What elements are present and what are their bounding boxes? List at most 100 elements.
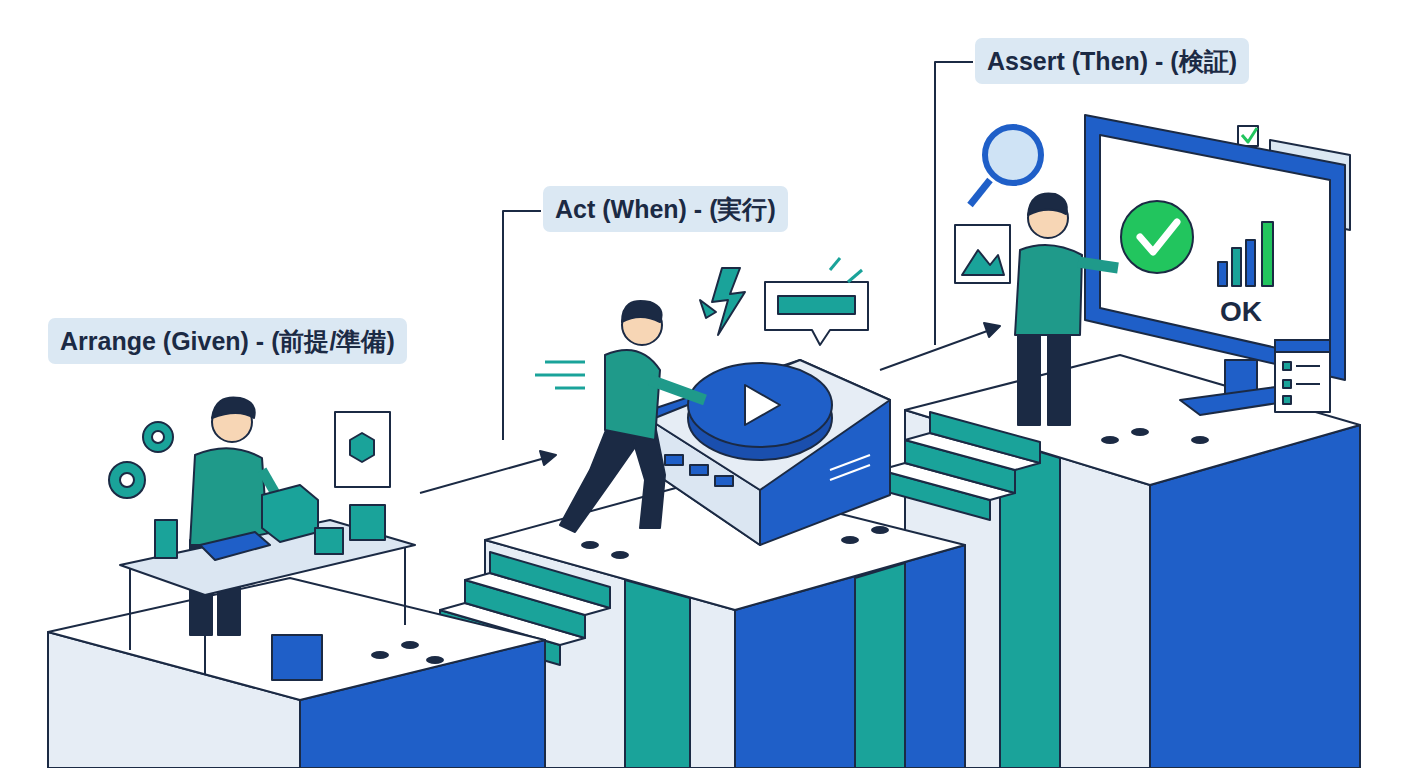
check-flag [1242,128,1257,142]
button-machine [690,465,708,475]
magnifier-icon [970,180,990,205]
footprints [371,651,389,659]
stairs-upper [880,412,1040,520]
lightning [700,300,716,318]
person-checking [1018,330,1040,425]
speech-bubble [848,270,862,282]
desk [272,635,322,680]
platform-mid [855,563,905,768]
motion-lines [535,374,585,377]
footprints [401,641,419,649]
leader-lines [503,62,973,440]
step-arrows [540,451,556,465]
step-arrows [420,458,545,493]
desk [404,548,406,625]
monitor [1085,115,1345,415]
checklist-card [1275,340,1330,412]
check-flag [1238,126,1258,146]
monitor [1246,240,1255,286]
person-pushing [630,425,665,528]
speech-bubble [765,282,868,345]
monitor [1100,135,1330,360]
step-arrows [984,323,1000,337]
button-machine [650,360,890,545]
image-icon [955,225,1010,283]
gear-icons [109,462,145,498]
person-checking [1078,262,1118,268]
cube-card [335,412,390,487]
platform-low [48,578,545,768]
step-title: Assert (Then) - (検証) [987,47,1237,75]
checklist-card [1296,365,1320,367]
monitor [1085,115,1345,380]
footprints [841,536,859,544]
step-label: Assert (Then) - (検証) [975,38,1249,84]
leader-lines [503,211,541,440]
leader-lines [935,62,973,345]
step-arrows [880,330,990,370]
magnifier-icon [970,127,1041,205]
speech-bubble [778,296,855,314]
stairs-lower [490,552,610,608]
monitor [1140,222,1177,252]
speech-bubble [765,258,868,345]
monitor [1218,262,1227,286]
footprints [426,656,444,664]
person-pushing [650,380,705,400]
image-icon [955,225,1010,283]
desk [120,485,415,680]
checklist-card [1283,380,1291,388]
motion-lines [545,361,585,364]
gear-icons [152,431,164,443]
person-pushing [560,420,640,532]
person-checking [1028,193,1067,215]
button-machine [715,476,733,486]
desk [315,528,343,554]
desk [155,520,177,558]
button-machine [650,360,890,545]
footprints [581,541,599,549]
person-pushing [560,301,705,532]
monitor [1121,201,1193,273]
checklist-card [1283,362,1291,370]
footprints [1131,428,1149,436]
lightning [700,268,745,335]
person-arranging [212,397,255,418]
person-checking [1015,245,1082,335]
checklist-card [1296,383,1320,385]
platform-high [905,355,1360,768]
checklist-card [1275,340,1330,412]
platform-low [48,578,545,700]
desk [200,532,270,560]
button-machine [665,455,683,465]
gear-icons [143,422,173,452]
speech-bubble [830,258,840,270]
cube-card [335,412,390,487]
step-label: Act (When) - (実行) [543,186,788,232]
checklist-card [1283,396,1291,404]
footprints [611,551,629,559]
motion-lines [555,387,585,390]
button-machine [830,465,870,480]
cube-card [350,433,374,462]
lightning [712,268,745,335]
motion-lines [535,362,585,388]
desk [262,485,318,542]
step-arrows [420,323,1000,493]
button-machine [745,385,780,425]
platform-mid [625,580,690,768]
checklist-card [1275,340,1330,352]
monitor [1232,248,1241,286]
gear-icons [120,473,134,487]
step-title: Arrange (Given) - (前提/準備) [60,327,395,355]
footprints [1101,436,1119,444]
magnifier-icon [985,127,1041,183]
button-machine [688,363,832,447]
person-arranging [190,448,268,545]
footprints [1191,436,1209,444]
person-pushing [605,350,660,440]
button-machine [650,360,890,490]
monitor [1262,222,1273,286]
